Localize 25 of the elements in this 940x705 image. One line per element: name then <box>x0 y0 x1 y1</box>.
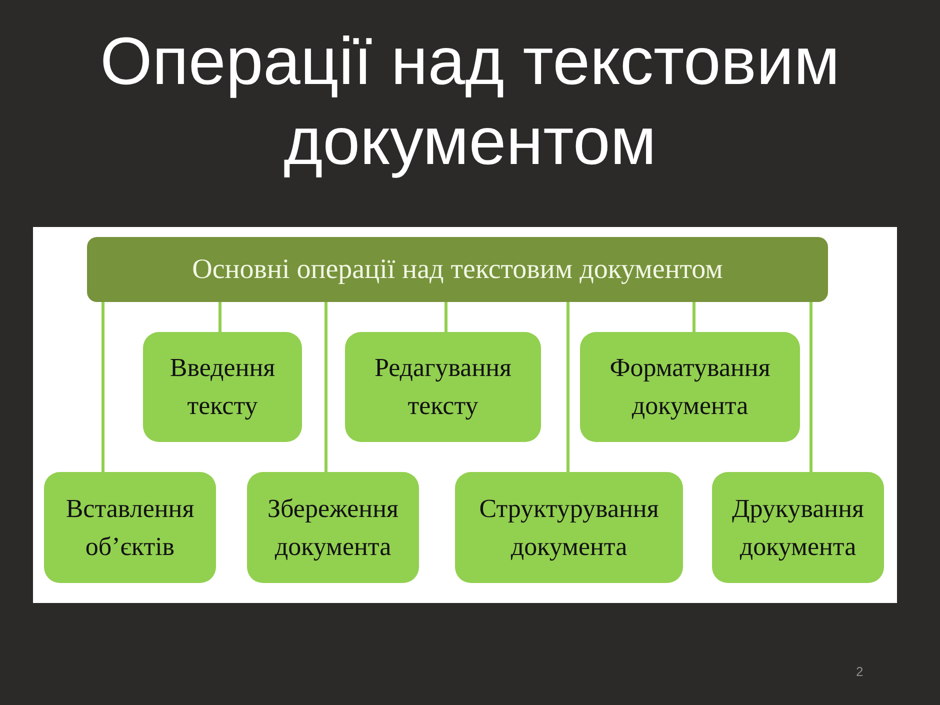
connector-line <box>692 302 696 332</box>
connector-line <box>444 302 448 332</box>
process-box <box>345 332 541 442</box>
node-label: Редагування тексту <box>373 352 512 422</box>
slide-title: Операції над текстовим документом <box>99 23 841 181</box>
node-label: Введення тексту <box>168 352 276 422</box>
node-label: Друкування документа <box>731 492 865 563</box>
process-box <box>712 472 884 583</box>
connector-line <box>324 302 328 472</box>
page-number: 2 <box>856 664 864 679</box>
process-box <box>143 332 302 442</box>
process-box <box>247 472 419 583</box>
connector-line <box>102 302 104 472</box>
node-label: Збереження документа <box>266 492 400 563</box>
connector-line <box>810 302 812 472</box>
process-box <box>580 332 800 442</box>
process-box <box>455 472 683 583</box>
connector-line <box>218 302 222 332</box>
process-box <box>44 472 216 583</box>
header-label: Основні операції над текстовим документом <box>192 254 723 286</box>
node-label: Форматування документа <box>608 352 772 422</box>
node-label: Структурування документа <box>478 492 660 563</box>
header-bar <box>87 237 828 302</box>
connector-line <box>566 302 570 472</box>
node-label: Вставлення об’єктів <box>64 492 196 562</box>
